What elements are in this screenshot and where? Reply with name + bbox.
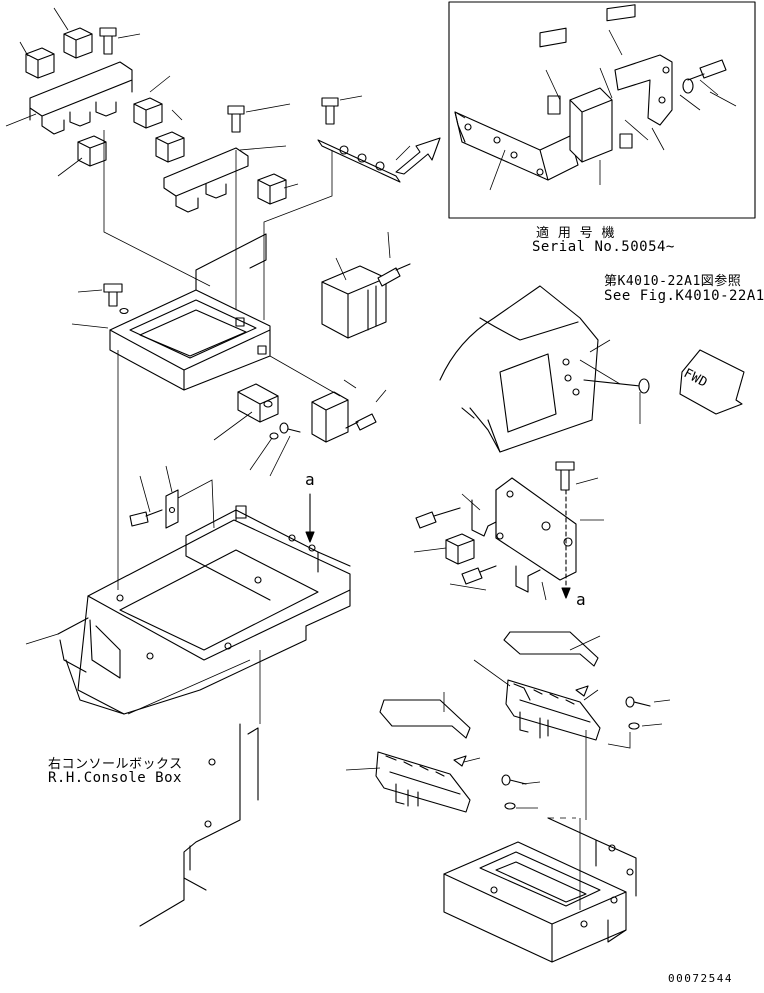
inset-applicability-label: 適 用 号 機 [536, 226, 615, 241]
screw-3 [501, 774, 527, 786]
washer-3 [628, 722, 640, 730]
relay-4 [77, 135, 107, 167]
monitor-panel [439, 285, 599, 453]
fuse-box-2 [375, 751, 471, 813]
bolt-1 [99, 27, 117, 55]
console-box-label-en: R.H.Console Box [48, 770, 182, 786]
inset-frame [448, 1, 756, 219]
fwd-arrow [679, 349, 745, 415]
mounting-plate-right [495, 477, 577, 581]
relay-6 [257, 173, 287, 205]
fuse-box-1 [505, 679, 601, 741]
washer-2 [269, 432, 279, 440]
inset-arrow [395, 137, 441, 175]
bolt-4 [103, 283, 123, 307]
bolt-5 [377, 263, 411, 287]
relay-1 [25, 47, 55, 79]
serial-number-label: Serial No.50054~ [532, 239, 675, 255]
inset-pad-1 [539, 27, 567, 48]
diode-bar [317, 139, 401, 183]
inset-bracket [454, 111, 579, 181]
bracket-small-1 [471, 499, 497, 537]
bolt-10 [555, 461, 575, 491]
fuse-box-cover-1 [503, 631, 599, 667]
panel-screw [583, 378, 650, 394]
reference-label-en: See Fig.K4010-22A1 [604, 288, 764, 304]
bolt-9 [461, 565, 497, 585]
bolt-3 [321, 97, 339, 125]
inset-angle-bracket [614, 54, 673, 126]
relay-bracket-upper-left [29, 61, 133, 135]
relay-box-2 [311, 391, 349, 443]
fuse-box-cover-2 [379, 699, 471, 739]
bolt-6 [345, 413, 377, 431]
relay-2 [63, 27, 93, 59]
relay-5 [155, 131, 185, 163]
console-box-outline [139, 650, 261, 927]
relay-bracket-upper-middle [163, 147, 249, 213]
bracket-small-2 [515, 565, 541, 593]
inset-pad-4 [619, 133, 633, 149]
drawing-number: 00072544 [668, 972, 733, 985]
washer-4 [504, 802, 516, 810]
inset-pad-2 [547, 95, 561, 115]
bolt-7 [129, 509, 163, 527]
inset-pad-3 [606, 4, 636, 22]
inset-relay [569, 87, 613, 163]
washer-1 [119, 307, 129, 315]
screw-2 [625, 696, 651, 708]
relay-mount-frame [109, 233, 271, 391]
callout-a-bottom: a [576, 590, 587, 609]
callout-a-top: a [305, 470, 316, 489]
clamp-1 [165, 489, 179, 529]
bolt-8 [415, 507, 461, 529]
relay-block-lower [237, 383, 279, 423]
console-box-label-jp: 右コンソールボックス [48, 757, 183, 772]
inset-bolt [682, 59, 727, 94]
clip-2 [453, 755, 467, 767]
clip-1 [575, 685, 589, 697]
screw-1 [279, 422, 301, 434]
relay-3 [133, 97, 163, 129]
bolt-2 [227, 105, 245, 133]
timer-box-1 [321, 265, 387, 339]
reference-label-jp: 第K4010-22A1図参照 [604, 274, 742, 289]
fuse-tray [443, 817, 637, 963]
console-frame [57, 505, 351, 715]
relay-7 [445, 533, 475, 565]
